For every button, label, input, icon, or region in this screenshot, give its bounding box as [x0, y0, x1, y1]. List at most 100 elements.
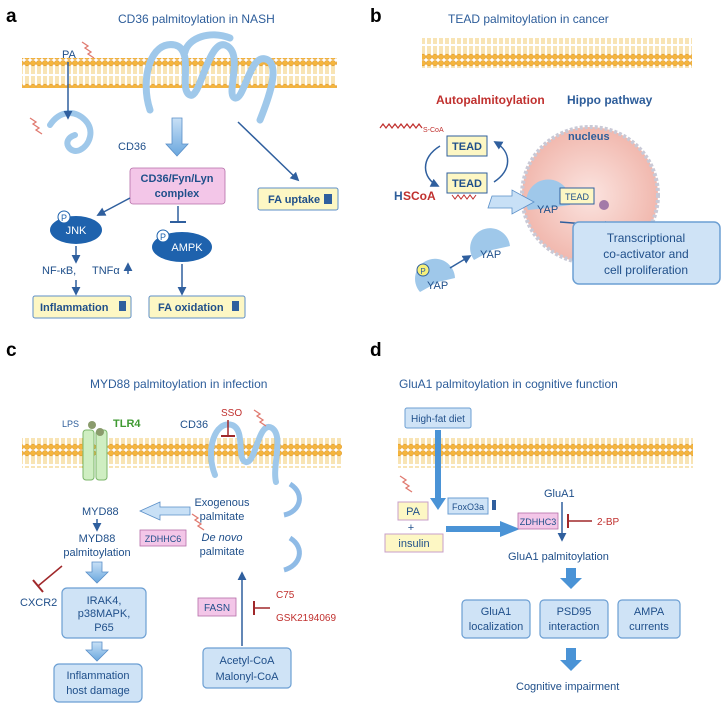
tlr4-left	[82, 429, 95, 481]
svg-text:P: P	[420, 267, 425, 276]
svg-text:interaction: interaction	[549, 621, 600, 633]
down-arrow-icon	[85, 561, 109, 584]
svg-text:YAP: YAP	[427, 280, 448, 292]
phospho-icon	[57, 210, 71, 224]
svg-text:palmitoylation: palmitoylation	[63, 547, 130, 559]
svg-text:PSD95: PSD95	[557, 606, 592, 618]
svg-text:FASN: FASN	[204, 603, 230, 614]
complex-label-2: complex	[155, 188, 201, 200]
fa-uptake-box	[257, 187, 339, 211]
foxo3a-box	[447, 497, 489, 515]
svg-text:palmitate: palmitate	[200, 546, 245, 558]
nucleus-label: nucleus	[568, 131, 610, 143]
svg-text:host damage: host damage	[66, 685, 130, 697]
membrane-a	[22, 58, 337, 88]
down-arrow-icon	[165, 117, 189, 157]
cxcr2-label: CXCR2	[20, 597, 57, 609]
phospho-icon	[156, 229, 170, 243]
pa-label-a: PA	[62, 49, 77, 61]
svg-text:De novo: De novo	[202, 532, 243, 544]
lps-icon	[96, 428, 104, 436]
localization-box	[461, 599, 531, 639]
myd88-label: MYD88	[82, 506, 119, 518]
lps-label: LPS	[62, 419, 79, 429]
jnk-label: JNK	[66, 225, 87, 237]
transcription-box	[572, 221, 721, 285]
hscoa-label: SCoA	[403, 189, 436, 203]
complex-label-1: CD36/Fyn/Lyn	[141, 173, 214, 185]
svg-text:High-fat diet: High-fat diet	[411, 414, 465, 425]
svg-text:insulin: insulin	[398, 538, 429, 550]
svg-text:IRAK4,: IRAK4,	[87, 595, 122, 607]
cd36-label-c: CD36	[180, 419, 208, 431]
tead-box-nucleus	[559, 187, 595, 205]
svg-text:Transcriptional: Transcriptional	[607, 231, 685, 245]
tlr4-right	[95, 429, 108, 481]
palmitate-icon	[81, 41, 95, 59]
panel-c-title: MYD88 palmitoylation in infection	[90, 377, 267, 391]
panel-b: b TEAD palmitoylation in cancer Autopalm…	[370, 6, 721, 292]
cd36-cytosolic-a	[47, 110, 94, 154]
svg-text:ZDHHC3: ZDHHC3	[520, 517, 557, 527]
palmitate-icon	[399, 475, 413, 493]
tead-box-2	[446, 172, 488, 194]
svg-text:Exogenous: Exogenous	[194, 497, 250, 509]
inflammation-box-a	[32, 295, 132, 319]
acetyl-coa-box	[202, 647, 292, 689]
svg-text:YAP: YAP	[537, 204, 558, 216]
svg-text:YAP: YAP	[480, 249, 501, 261]
tnfa-label: TNFα	[92, 265, 120, 277]
hscoa-h: H	[394, 189, 403, 203]
insulin-box	[384, 533, 444, 553]
right-arrow-icon	[487, 189, 535, 215]
svg-text:TEAD: TEAD	[452, 178, 482, 190]
ampa-box	[617, 599, 681, 639]
panel-c-letter: c	[6, 340, 17, 361]
svg-text:P: P	[61, 213, 67, 223]
down-arrow-icon	[85, 641, 109, 662]
c75-label: C75	[276, 590, 295, 601]
fa-oxidation-box	[148, 295, 246, 319]
cd36-label-a: CD36	[118, 141, 146, 153]
fa-oxidation-label: FA oxidation	[158, 302, 224, 314]
membrane-d	[398, 438, 693, 468]
panel-b-letter: b	[370, 6, 382, 27]
cognitive-label: Cognitive impairment	[516, 681, 619, 693]
panel-b-title: TEAD palmitoylation in cancer	[448, 12, 609, 26]
inflammation-box-c	[53, 663, 143, 703]
hippo-label: Hippo pathway	[567, 93, 653, 107]
right-arrow-icon	[446, 521, 520, 537]
dna-icon	[599, 200, 609, 210]
panel-d-letter: d	[370, 340, 382, 361]
glua1-label: GluA1	[544, 488, 575, 500]
psd95-box	[539, 599, 609, 639]
ampk-label: AMPK	[171, 242, 203, 254]
palmitate-icon	[191, 513, 205, 531]
zdhhc3-box	[517, 512, 559, 530]
svg-text:P: P	[160, 232, 166, 242]
svg-text:ZDHHC6: ZDHHC6	[145, 534, 182, 544]
svg-text:p38MAPK,: p38MAPK,	[78, 608, 131, 620]
fasn-box	[197, 597, 237, 617]
svg-text:TEAD: TEAD	[565, 192, 590, 202]
svg-text:P65: P65	[94, 622, 114, 634]
membrane-c	[22, 438, 342, 468]
svg-text:cell proliferation: cell proliferation	[604, 263, 688, 277]
palmitate-icon	[29, 117, 43, 135]
panel-d: d GluA1 palmitoylation in cognitive func…	[370, 340, 693, 693]
cd36-protein-a	[142, 41, 277, 124]
yap-nucleus-shape	[526, 179, 571, 210]
svg-text:Inflammation: Inflammation	[67, 670, 130, 682]
panel-a: a CD36 palmitoylation in NASH CD36 PA CD…	[6, 6, 339, 319]
cd36-protein-c	[208, 421, 281, 485]
svg-text:+: +	[408, 522, 414, 534]
membrane-b	[422, 38, 692, 68]
svg-text:FoxO3a: FoxO3a	[452, 502, 484, 512]
complex-box	[129, 167, 226, 205]
zdhhc6-box	[139, 529, 187, 547]
left-arrow-icon	[139, 501, 191, 521]
svg-text:co-activator and: co-activator and	[603, 247, 688, 261]
svg-text:AMPA: AMPA	[634, 606, 665, 618]
